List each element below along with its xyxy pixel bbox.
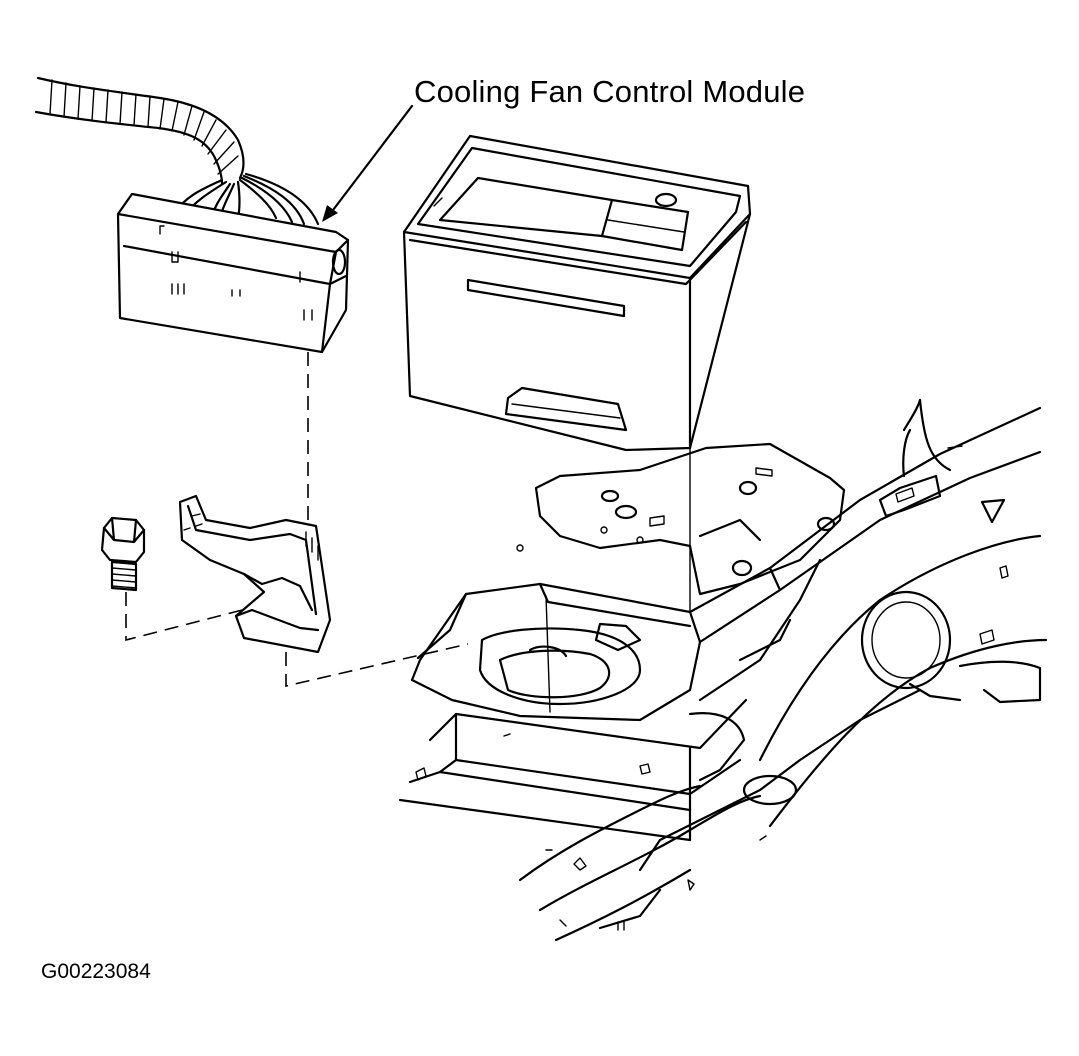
callout-leader-arrow bbox=[322, 104, 414, 222]
mounting-bracket bbox=[178, 494, 332, 654]
battery bbox=[402, 134, 752, 452]
figure-id: G00223084 bbox=[41, 960, 151, 983]
vehicle-body-structure bbox=[398, 398, 1048, 942]
alignment-guides bbox=[125, 352, 691, 713]
mounting-bolt bbox=[100, 516, 146, 592]
cooling-fan-control-module bbox=[116, 192, 350, 354]
callout-label-cooling-fan-control-module: Cooling Fan Control Module bbox=[414, 74, 806, 109]
